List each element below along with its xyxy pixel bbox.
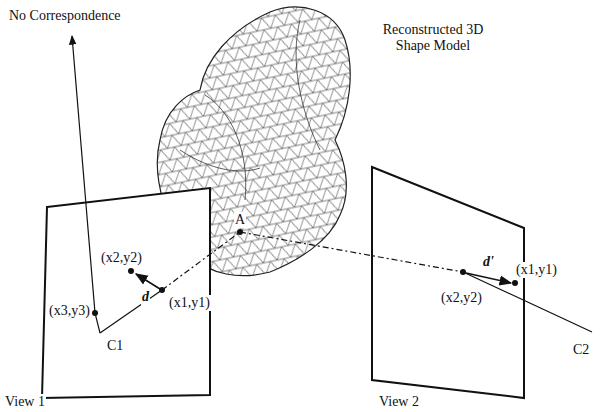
image-point	[92, 310, 98, 316]
ray	[162, 232, 240, 290]
ray	[100, 290, 162, 333]
rays	[72, 36, 592, 333]
note-label: No Correspondence	[8, 8, 122, 24]
model-title: Reconstructed 3D Shape Model	[372, 22, 494, 54]
ray	[240, 232, 463, 272]
image-point	[512, 280, 518, 286]
view-label: View 2	[378, 394, 420, 410]
disparity-arrow	[136, 274, 160, 289]
vector-label: d	[141, 289, 150, 305]
surface-point	[237, 229, 243, 235]
camera-label: C2	[572, 342, 590, 358]
point-label: (x1,y1)	[168, 295, 211, 311]
image-point	[159, 287, 165, 293]
ray-arrow	[72, 36, 95, 313]
point-label: (x2,y2)	[440, 290, 483, 306]
point-label: (x1,y1)	[515, 262, 558, 278]
disparity-arrow	[466, 273, 511, 283]
points	[92, 229, 518, 316]
point-label: (x3,y3)	[48, 303, 91, 319]
vector-label: d'	[482, 254, 495, 270]
image-plane	[372, 167, 524, 398]
ray	[95, 313, 100, 333]
camera-label: C1	[106, 338, 124, 354]
point-label: A	[234, 212, 246, 228]
point-label: (x2,y2)	[100, 250, 143, 266]
image-point	[460, 269, 466, 275]
image-point	[128, 268, 134, 274]
view-label: View 1	[4, 394, 46, 410]
image-plane	[42, 188, 210, 398]
